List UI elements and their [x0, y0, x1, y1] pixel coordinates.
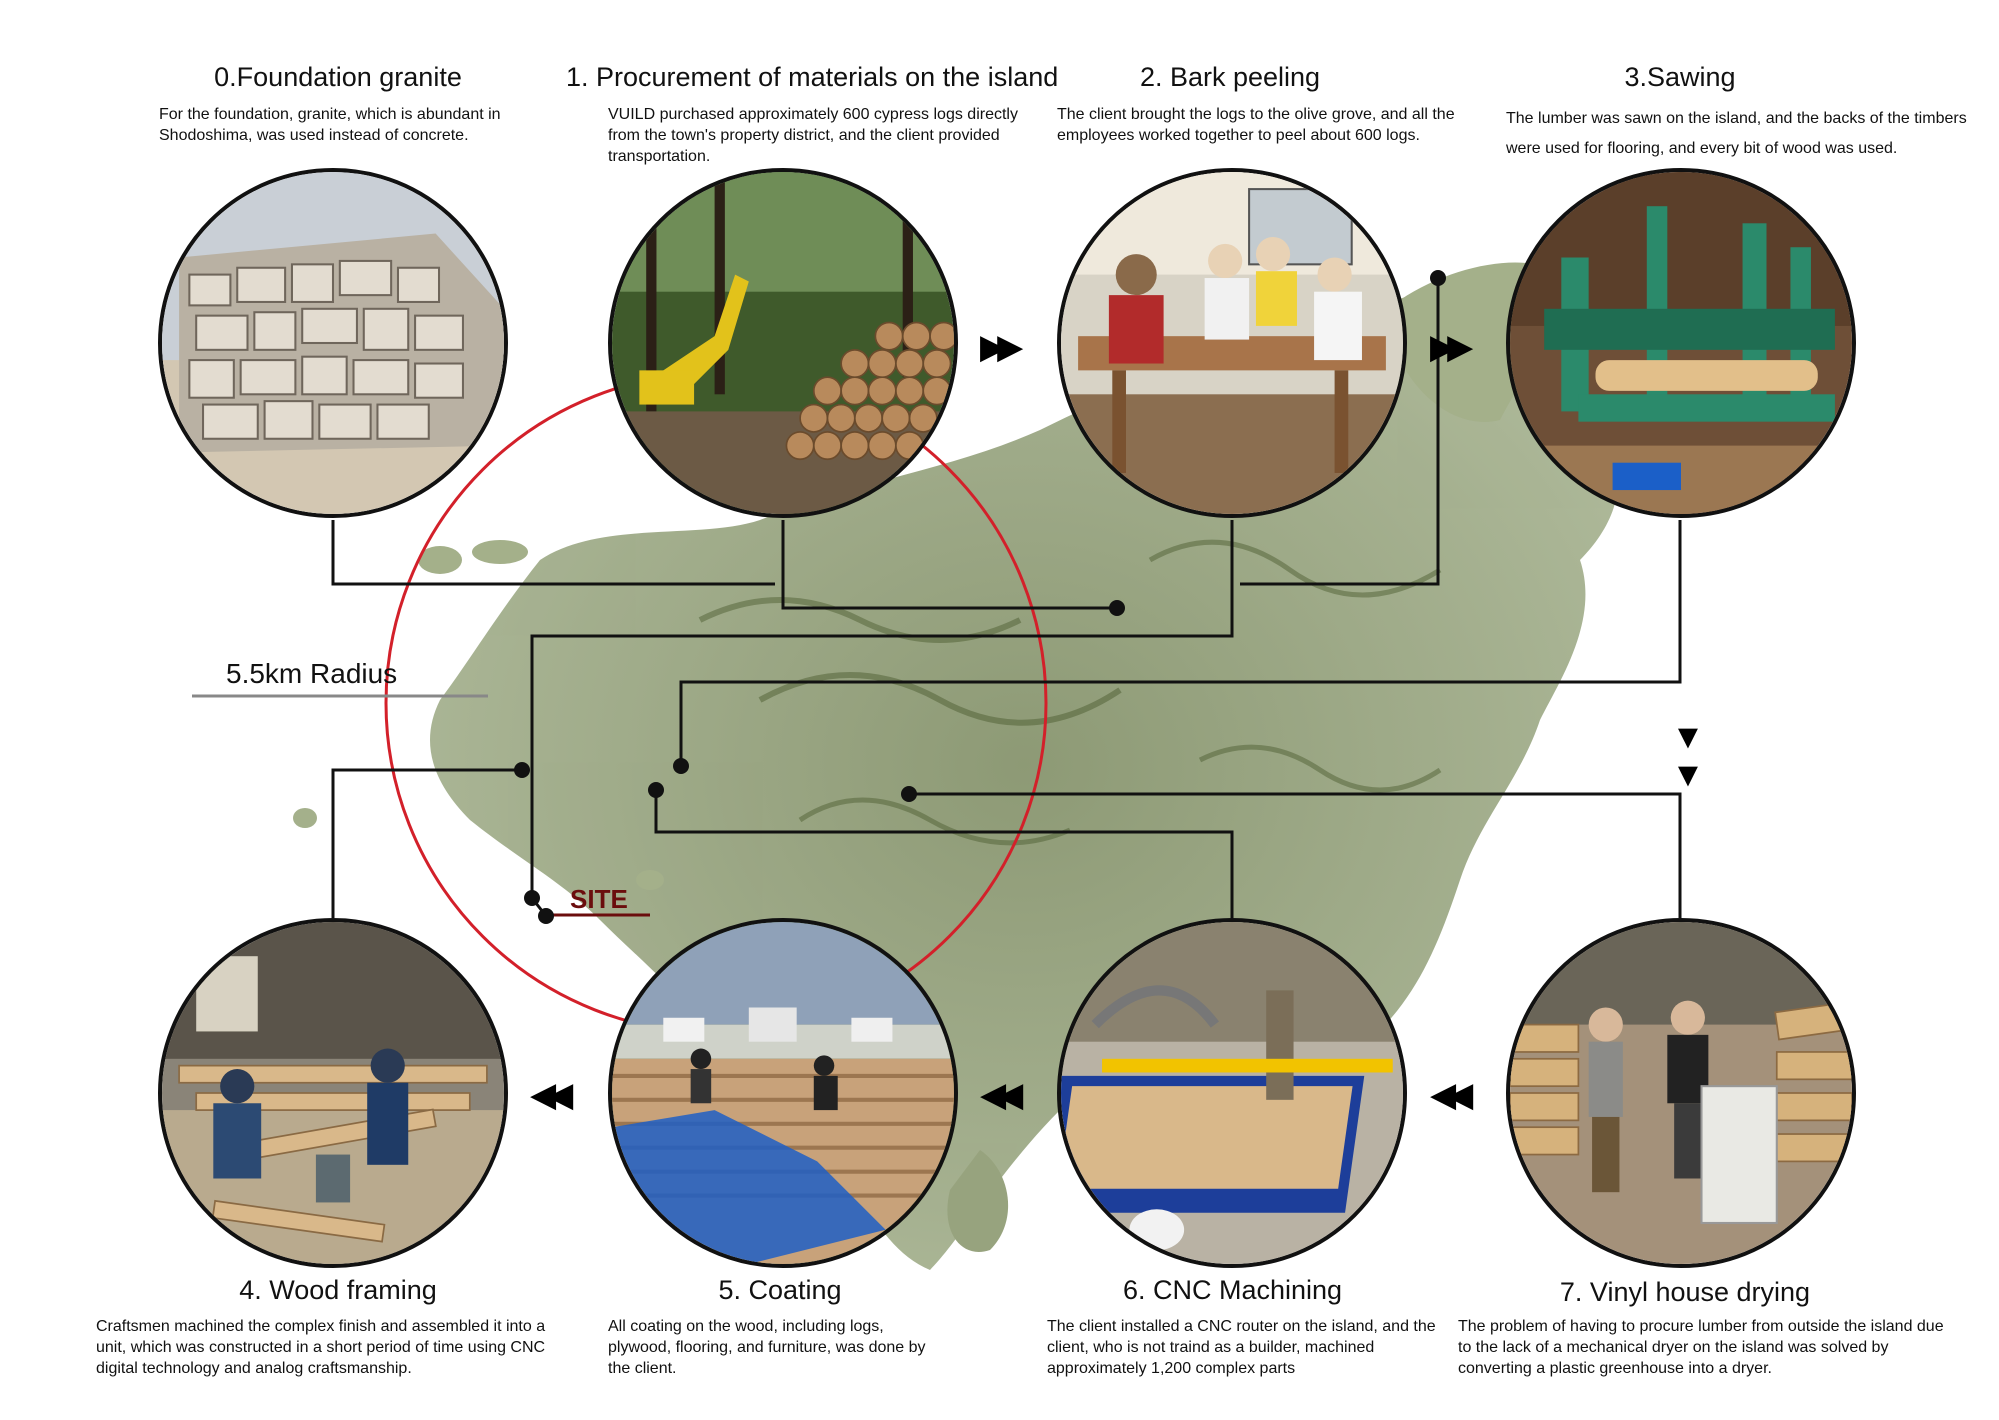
step-5-title: 5. Coating [718, 1275, 842, 1305]
step-5-photo [608, 918, 958, 1268]
step-3-description: The lumber was sawn on the island, and t… [1506, 110, 1967, 157]
flow-arrow-right-1: ▶▶ [980, 328, 1023, 366]
step-5-description: All coating on the wood, including logs,… [608, 1318, 926, 1377]
step-1-description: VUILD purchased approximately 600 cypres… [608, 106, 1018, 165]
connector-step-2 [530, 520, 1234, 898]
step-2-title: 2. Bark peeling [1139, 62, 1321, 92]
flow-arrow-left-4: ◀◀ [530, 1076, 573, 1114]
step-0-title: 0.Foundation granite [214, 62, 462, 92]
step-0-photo [158, 168, 508, 518]
flow-arrow-left-6: ◀◀ [1430, 1076, 1473, 1114]
connector-lines [331, 278, 1682, 918]
connector-step-3b [1240, 278, 1440, 586]
flow-arrow-down: ▼▼ [1669, 718, 1707, 794]
site-label: SITE [570, 884, 628, 914]
step-7-title: 7. Vinyl house drying [1559, 1277, 1811, 1307]
step-3-photo [1506, 168, 1856, 518]
connector-step-1 [781, 520, 1117, 610]
step-0-description: For the foundation, granite, which is ab… [159, 106, 501, 144]
step-6-description: The client installed a CNC router on the… [1047, 1318, 1436, 1377]
connector-dots [514, 270, 1446, 924]
step-6-photo [1057, 918, 1407, 1268]
step-4-description: Craftsmen machined the complex finish an… [96, 1318, 546, 1377]
step-3-title: 3.Sawing [1624, 62, 1736, 92]
step-6-title: 6. CNC Machining [1122, 1275, 1343, 1305]
connector-step-3 [679, 520, 1682, 766]
step-4-title: 4. Wood framing [239, 1275, 437, 1305]
flow-arrow-left-5: ◀◀ [980, 1076, 1023, 1114]
connector-step-7 [909, 792, 1682, 918]
step-1-title: 1. Procurement of materials on the islan… [566, 62, 1059, 92]
flow-arrow-right-2: ▶▶ [1430, 328, 1473, 366]
step-7-description: The problem of having to procure lumber … [1458, 1318, 1944, 1377]
connector-step-0 [331, 520, 775, 586]
step-2-photo [1057, 168, 1407, 518]
step-7-photo [1506, 918, 1856, 1268]
radius-label: 5.5km Radius [226, 658, 398, 689]
step-1-photo [608, 168, 958, 518]
step-2-description: The client brought the logs to the olive… [1057, 106, 1455, 144]
connector-step-5 [654, 790, 1234, 918]
connector-step-4 [331, 768, 522, 918]
step-4-photo [158, 918, 508, 1268]
